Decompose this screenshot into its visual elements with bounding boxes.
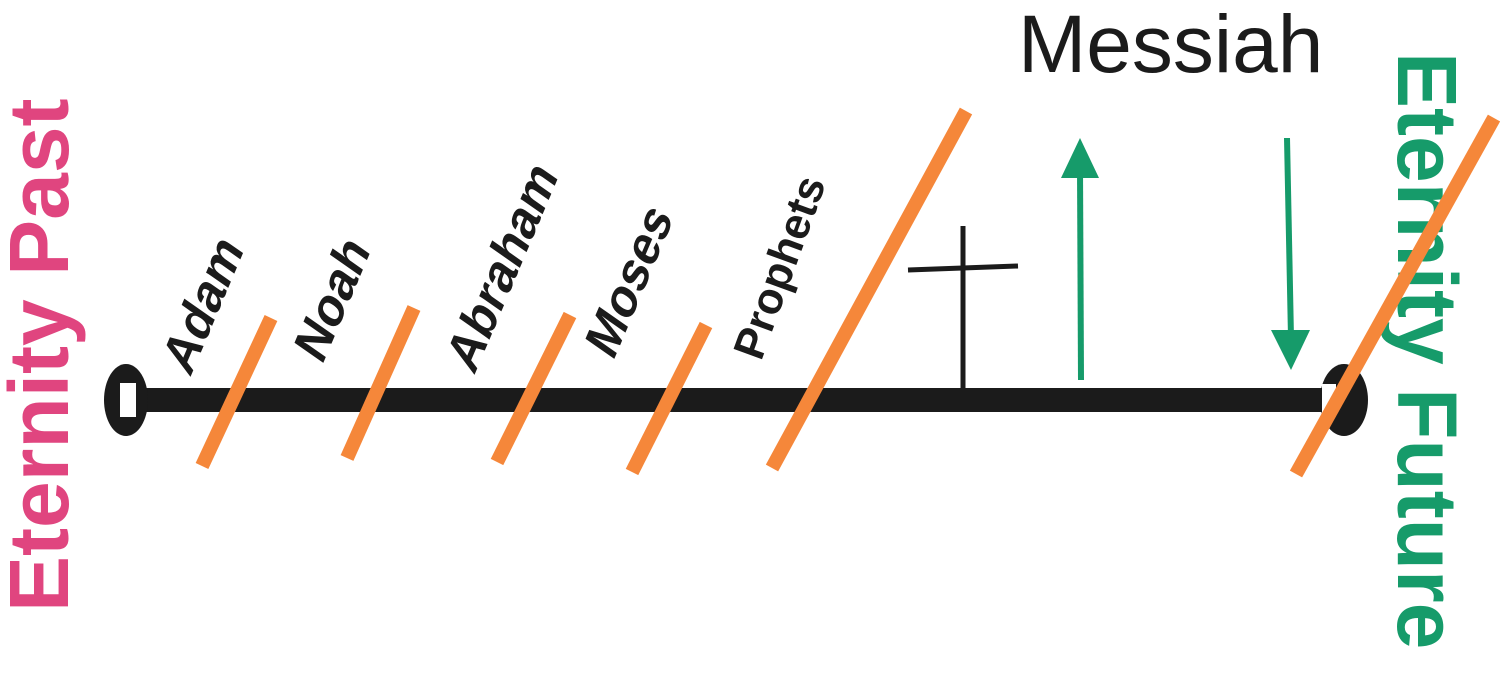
timeline-start-cap-highlight — [120, 383, 136, 417]
era-label-moses: Moses — [575, 192, 683, 368]
era-slash-prophets — [765, 107, 973, 472]
eternity-past-label: Eternity Past — [0, 98, 86, 612]
arrow-down-icon — [1271, 137, 1310, 370]
era-slash-abraham — [490, 311, 577, 466]
era-slash-noah — [340, 305, 421, 461]
era-label-adam: Adam — [152, 223, 253, 384]
eternity-future-label: Eternity Future — [1380, 52, 1474, 649]
arrow-up-icon — [1061, 138, 1099, 381]
era-label-prophets: Prophets — [724, 169, 835, 365]
cross-icon — [907, 226, 1019, 390]
era-label-noah: Noah — [284, 224, 380, 372]
era-slash-moses — [625, 321, 713, 476]
era-slash-adam — [195, 315, 278, 469]
era-slash-end — [1289, 114, 1500, 478]
era-slashes — [195, 107, 1500, 478]
messiah-label: Messiah — [1018, 0, 1323, 90]
